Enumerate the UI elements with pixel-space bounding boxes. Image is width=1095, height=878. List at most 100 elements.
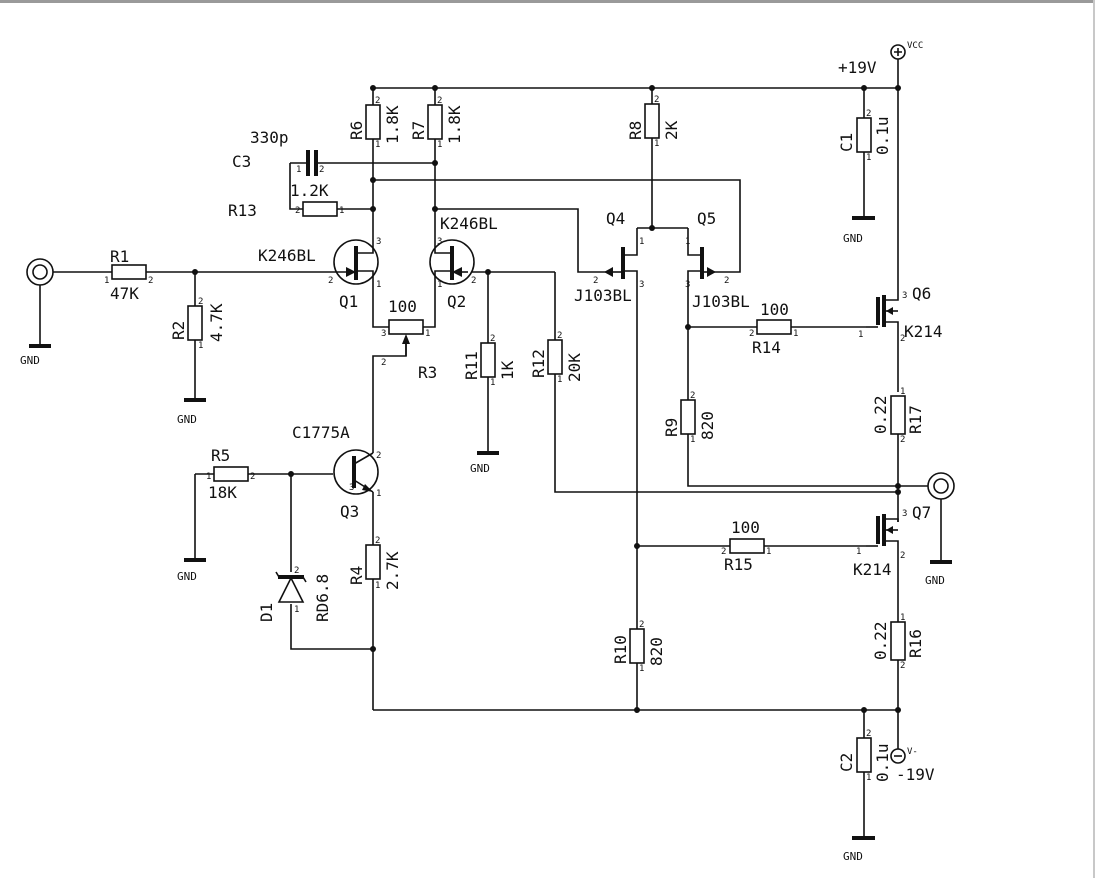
r4-ref: R4 xyxy=(347,566,366,585)
resistor-r16: 0.22 R16 12 xyxy=(871,613,925,671)
svg-text:1: 1 xyxy=(296,165,301,175)
q6-part: K214 xyxy=(904,322,943,341)
r2-value: 4.7K xyxy=(207,303,226,342)
capacitor-c3: 330p C3 1 2 xyxy=(232,128,324,176)
gnd-r2: GND xyxy=(177,398,206,426)
svg-text:2: 2 xyxy=(328,276,333,286)
q3-ref: Q3 xyxy=(340,502,359,521)
resistor-r6: R6 1.8K 21 xyxy=(347,96,402,150)
svg-text:1: 1 xyxy=(766,547,771,557)
svg-text:2: 2 xyxy=(654,95,659,105)
svg-text:1: 1 xyxy=(866,773,871,783)
r8-value: 2K xyxy=(662,120,681,140)
svg-text:3: 3 xyxy=(639,280,644,290)
c3-ref: C3 xyxy=(232,152,251,171)
r4-value: 2.7K xyxy=(383,551,402,590)
vee-symbol: V- -19V xyxy=(890,747,935,784)
svg-text:1: 1 xyxy=(294,605,299,615)
r3-ref: R3 xyxy=(418,363,437,382)
svg-text:2: 2 xyxy=(319,165,324,175)
svg-text:1: 1 xyxy=(685,237,690,247)
r1-value: 47K xyxy=(110,284,139,303)
diode-d1: D1 RD6.8 2 1 xyxy=(257,566,332,622)
svg-text:1: 1 xyxy=(437,280,442,290)
vcc-name: VCC xyxy=(907,41,923,51)
svg-text:3: 3 xyxy=(902,291,907,301)
svg-text:2: 2 xyxy=(866,109,871,119)
r17-ref: R17 xyxy=(906,405,925,434)
svg-text:2: 2 xyxy=(724,276,729,286)
svg-text:1: 1 xyxy=(437,140,442,150)
r15-ref: R15 xyxy=(724,555,753,574)
r12-ref: R12 xyxy=(529,349,548,378)
r17-value: 0.22 xyxy=(871,395,890,434)
vcc-value: +19V xyxy=(838,58,877,77)
r1-ref: R1 xyxy=(110,247,129,266)
svg-text:2: 2 xyxy=(900,661,905,671)
svg-text:2: 2 xyxy=(381,358,386,368)
r11-value: 1K xyxy=(498,360,517,380)
svg-text:2: 2 xyxy=(721,547,726,557)
d1-part: RD6.8 xyxy=(313,574,332,622)
capacitor-c2: C2 0.1u 21 xyxy=(837,729,892,783)
r15-value: 100 xyxy=(731,518,760,537)
svg-text:2: 2 xyxy=(490,334,495,344)
r7-ref: R7 xyxy=(409,121,428,140)
r2-ref: R2 xyxy=(169,321,188,340)
r6-ref: R6 xyxy=(347,121,366,140)
svg-text:2: 2 xyxy=(148,276,153,286)
svg-text:3: 3 xyxy=(376,237,381,247)
window-top-border xyxy=(0,0,1095,3)
svg-text:2: 2 xyxy=(294,566,299,576)
resistor-r12: R12 20K 21 xyxy=(529,331,584,385)
resistor-r9: R9 820 21 xyxy=(662,391,717,445)
svg-text:1: 1 xyxy=(856,547,861,557)
svg-text:2: 2 xyxy=(900,334,905,344)
svg-text:1: 1 xyxy=(375,581,380,591)
svg-text:1: 1 xyxy=(793,329,798,339)
svg-text:1: 1 xyxy=(339,206,344,216)
resistor-r11: R11 1K 21 xyxy=(462,334,517,388)
r13-ref: R13 xyxy=(228,201,257,220)
q7-part: K214 xyxy=(853,560,892,579)
svg-text:GND: GND xyxy=(177,570,197,583)
vee-name: V- xyxy=(907,747,918,757)
svg-text:1: 1 xyxy=(866,153,871,163)
svg-text:2: 2 xyxy=(198,297,203,307)
vee-value: -19V xyxy=(896,765,935,784)
q2-part: K246BL xyxy=(440,214,498,233)
wires xyxy=(39,52,942,838)
svg-text:2: 2 xyxy=(375,96,380,106)
svg-text:1: 1 xyxy=(206,472,211,482)
r11-ref: R11 xyxy=(462,351,481,380)
capacitor-c1: C1 0.1u 21 xyxy=(837,109,892,163)
q2-ref: Q2 xyxy=(447,292,466,311)
gnd-r11: GND xyxy=(470,451,499,475)
r7-value: 1.8K xyxy=(445,105,464,144)
svg-text:2: 2 xyxy=(866,729,871,739)
svg-text:1: 1 xyxy=(639,664,644,674)
r12-value: 20K xyxy=(565,353,584,382)
junctions xyxy=(192,85,901,713)
r13-value: 1.2K xyxy=(290,181,329,200)
svg-text:3: 3 xyxy=(349,483,354,493)
svg-text:1: 1 xyxy=(198,341,203,351)
r9-value: 820 xyxy=(698,411,717,440)
svg-text:2: 2 xyxy=(593,276,598,286)
transistor-q2: K246BL Q2 321 xyxy=(429,214,498,311)
d1-ref: D1 xyxy=(257,603,276,622)
svg-text:1: 1 xyxy=(557,375,562,385)
r16-value: 0.22 xyxy=(871,621,890,660)
svg-text:GND: GND xyxy=(843,232,863,245)
r6-value: 1.8K xyxy=(383,105,402,144)
svg-text:1: 1 xyxy=(376,489,381,499)
r9-ref: R9 xyxy=(662,418,681,437)
c3-value: 330p xyxy=(250,128,289,147)
svg-text:1: 1 xyxy=(425,329,430,339)
svg-text:3: 3 xyxy=(902,509,907,519)
svg-text:2: 2 xyxy=(639,620,644,630)
resistor-r15: 100 R15 2 1 xyxy=(721,518,771,574)
